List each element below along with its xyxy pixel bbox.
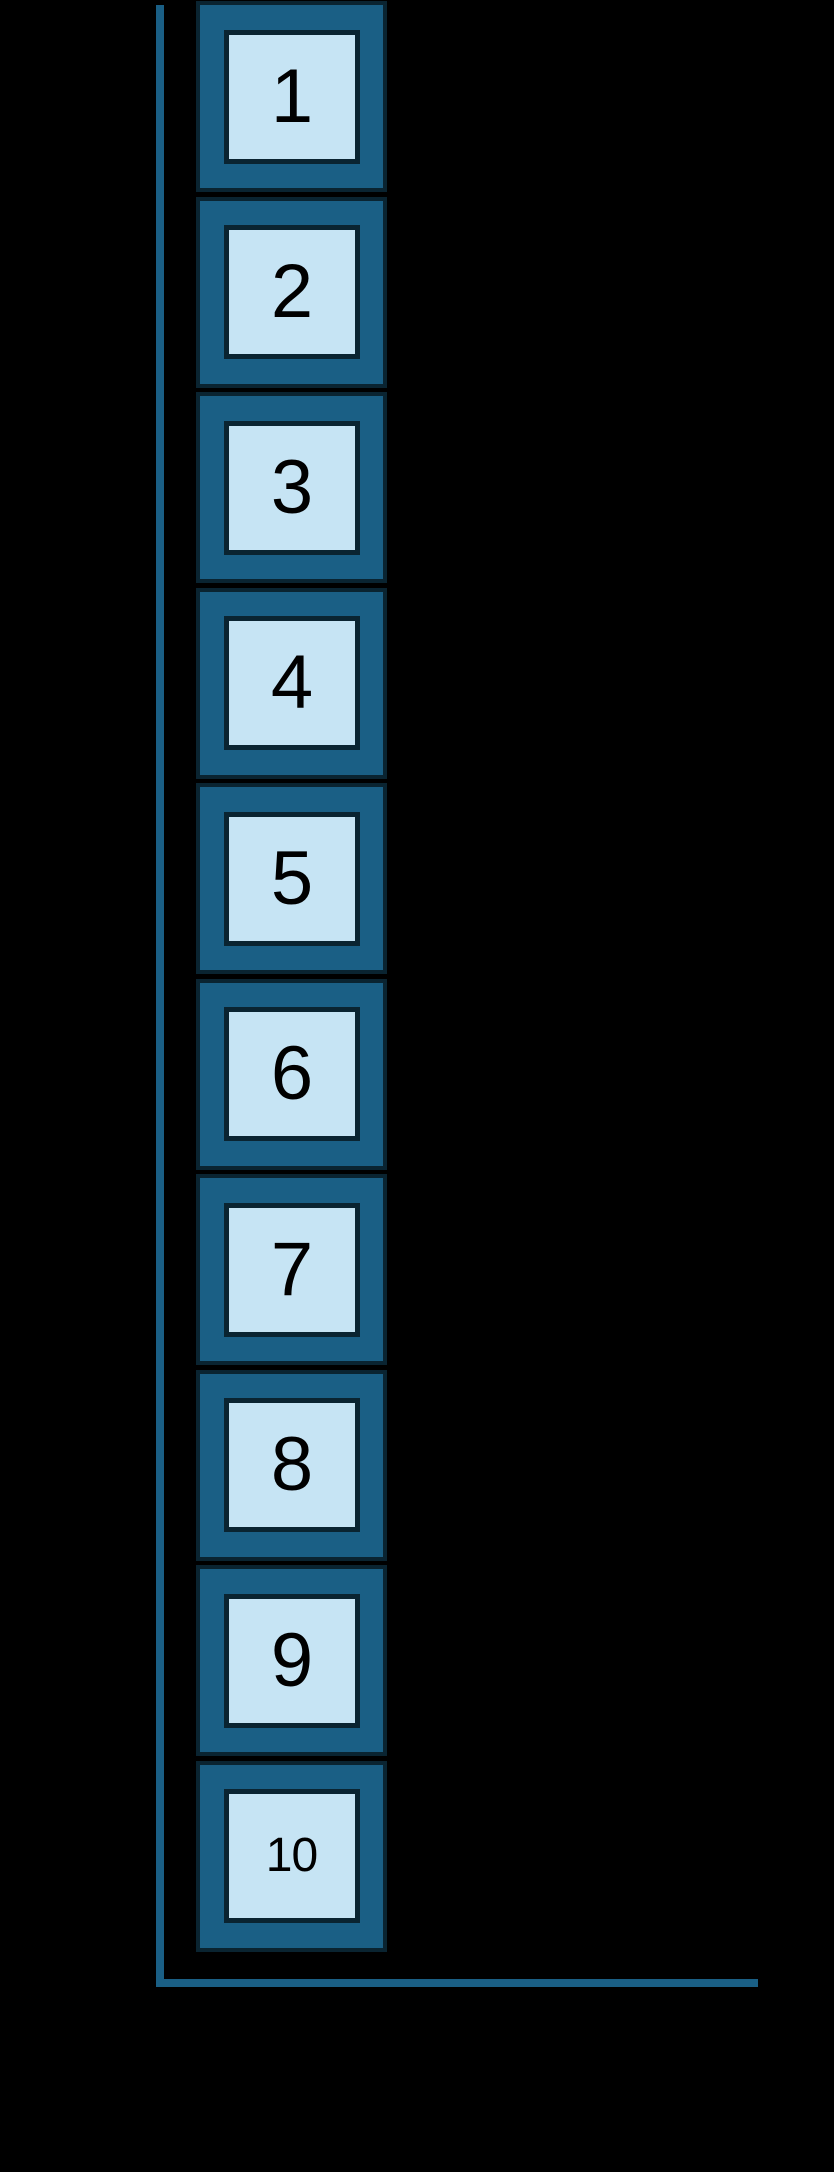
numbered-cell-3: 3	[196, 392, 387, 583]
cell-inner-panel: 9	[223, 1593, 360, 1728]
cell-number-label: 2	[270, 249, 313, 334]
cell-number-label: 7	[270, 1226, 313, 1312]
numbered-cell-9: 9	[196, 1565, 387, 1756]
numbered-cell-4: 4	[196, 587, 387, 779]
numbered-cell-2: 2	[196, 196, 387, 388]
cell-inner-panel: 3	[223, 420, 360, 555]
cell-number-label: 8	[270, 1422, 313, 1507]
cell-inner-panel: 4	[223, 616, 360, 750]
numbered-cell-6: 6	[196, 978, 387, 1170]
cell-inner-panel: 5	[223, 811, 360, 946]
cell-inner-panel: 2	[223, 225, 360, 359]
y-axis-line	[156, 5, 164, 1987]
numbered-cell-7: 7	[196, 1174, 387, 1365]
cell-inner-panel: 1	[223, 29, 360, 164]
cell-inner-panel: 8	[223, 1398, 360, 1532]
numbered-cell-10: 10	[196, 1760, 387, 1952]
cell-number-label: 3	[270, 444, 313, 530]
numbered-cell-5: 5	[196, 783, 387, 974]
numbered-cell-stack: 1 2 3 4 5 6	[196, 1, 387, 1952]
x-axis-line	[156, 1979, 758, 1987]
cell-inner-panel: 10	[223, 1789, 360, 1923]
cell-number-label: 5	[270, 835, 313, 921]
cell-inner-panel: 7	[223, 1202, 360, 1337]
cell-number-label: 1	[270, 53, 313, 139]
numbered-cell-8: 8	[196, 1369, 387, 1561]
cell-number-label: 4	[270, 640, 313, 725]
numbered-cell-1: 1	[196, 1, 387, 192]
cell-number-label: 9	[270, 1617, 313, 1703]
cell-inner-panel: 6	[223, 1007, 360, 1141]
cell-number-label: 6	[270, 1031, 313, 1116]
cell-number-label: 10	[265, 1829, 318, 1882]
